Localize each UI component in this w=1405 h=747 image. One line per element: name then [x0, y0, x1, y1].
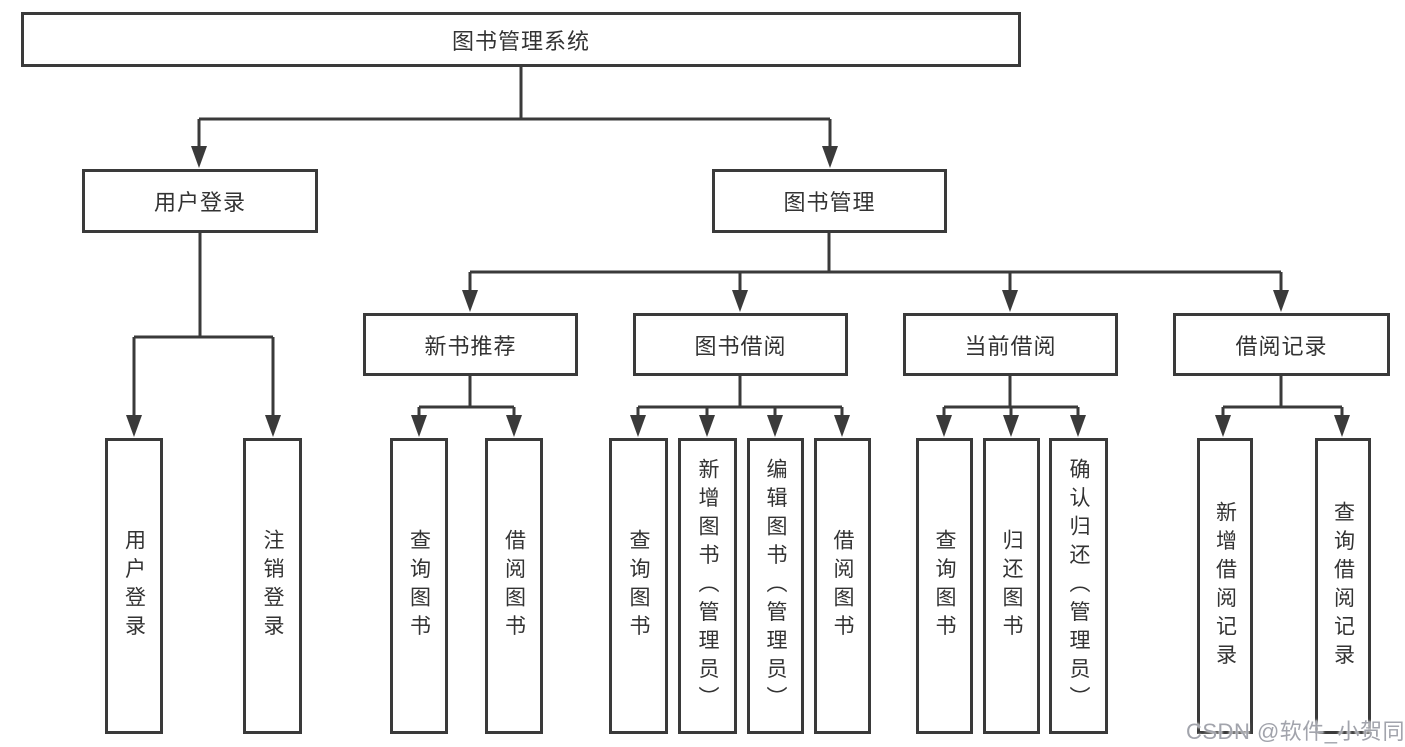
node-label: 图书借阅	[694, 333, 787, 359]
node-label: 编辑图书（管理员）	[764, 457, 788, 715]
node-label: 查询图书	[407, 529, 431, 643]
leaf-borrow-books: 借阅图书	[814, 438, 871, 734]
node-label: 确认归还（管理员）	[1067, 457, 1091, 715]
node-borrowing-records: 借阅记录	[1173, 313, 1390, 376]
node-label: 借阅图书	[831, 529, 855, 643]
leaf-return-books: 归还图书	[983, 438, 1040, 734]
csdn-watermark: CSDN @软件_小贺同学	[1186, 719, 1405, 744]
leaf-query-books-current: 查询图书	[916, 438, 973, 734]
leaf-edit-books-admin: 编辑图书（管理员）	[747, 438, 804, 734]
leaf-query-books-recommend: 查询图书	[390, 438, 448, 734]
node-label: 借阅记录	[1235, 333, 1328, 359]
node-label: 新书推荐	[424, 333, 517, 359]
node-label: 注销登录	[261, 529, 285, 643]
node-label: 图书管理	[783, 190, 876, 215]
node-label: 当前借阅	[964, 333, 1057, 359]
node-user-login: 用户登录	[82, 169, 318, 233]
leaf-query-borrow-record: 查询借阅记录	[1315, 438, 1371, 734]
node-label: 图书管理系统	[451, 28, 590, 54]
node-label: 用户登录	[122, 529, 146, 643]
leaf-confirm-return-admin: 确认归还（管理员）	[1049, 438, 1108, 734]
node-book-borrowing: 图书借阅	[633, 313, 848, 376]
node-label: 新增图书（管理员）	[696, 457, 720, 715]
node-label: 查询借阅记录	[1331, 500, 1355, 672]
leaf-logout: 注销登录	[243, 438, 302, 734]
node-current-borrowing: 当前借阅	[903, 313, 1118, 376]
node-label: 新增借阅记录	[1213, 500, 1237, 672]
leaf-query-books-borrow: 查询图书	[609, 438, 668, 734]
node-new-book-recommendation: 新书推荐	[363, 313, 578, 376]
node-label: 用户登录	[153, 190, 246, 215]
leaf-add-borrow-record: 新增借阅记录	[1197, 438, 1253, 734]
node-label: 归还图书	[1000, 529, 1024, 643]
node-label: 借阅图书	[502, 529, 526, 643]
node-root-library-system: 图书管理系统	[21, 12, 1021, 67]
node-book-management: 图书管理	[712, 169, 947, 233]
node-label: 查询图书	[627, 529, 651, 643]
leaf-borrow-books-recommend: 借阅图书	[485, 438, 543, 734]
leaf-add-books-admin: 新增图书（管理员）	[678, 438, 737, 734]
leaf-user-login: 用户登录	[105, 438, 163, 734]
node-label: 查询图书	[933, 529, 957, 643]
